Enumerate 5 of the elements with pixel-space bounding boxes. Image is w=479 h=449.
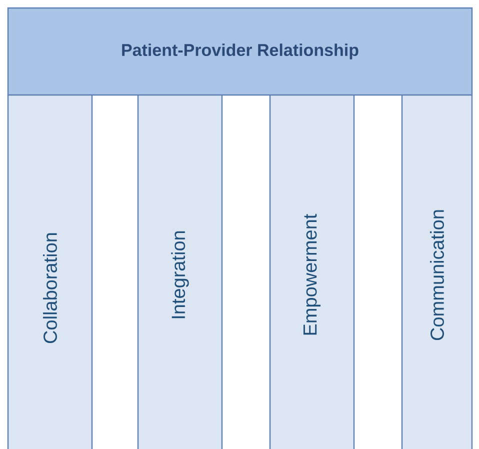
- pillar: Integration: [137, 94, 223, 449]
- pillar: Communication: [401, 94, 473, 449]
- pillar: Empowerment: [269, 94, 355, 449]
- pillar: Collaboration: [7, 94, 93, 449]
- roof-band: Patient-Provider Relationship: [7, 7, 473, 96]
